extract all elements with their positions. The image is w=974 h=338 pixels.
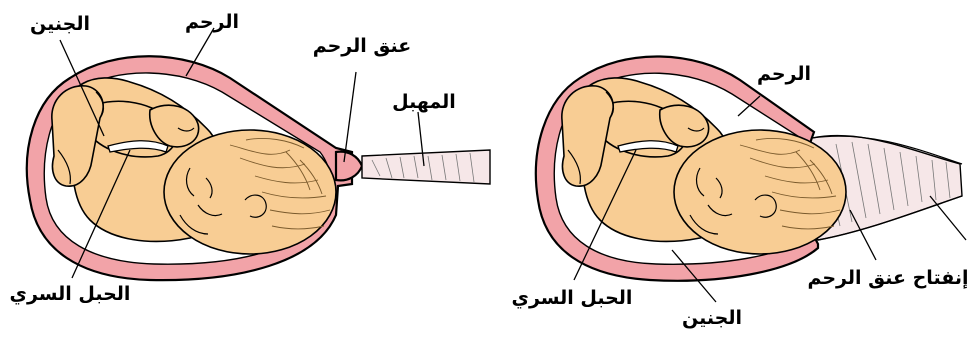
left-label-uterus: الرحم	[185, 11, 239, 33]
right-label-uterus: الرحم	[757, 63, 811, 85]
left-cervix	[336, 152, 362, 181]
left-panel: الجنين الرحم عنق الرحم المهبل الحبل السر…	[10, 11, 490, 306]
right-cervix-leader-b	[930, 196, 966, 240]
left-vagina-canal	[362, 150, 490, 184]
right-label-cervix-dilation: إنفتاح عنق الرحم	[807, 267, 968, 289]
right-label-umbilical-cord: الحبل السري	[512, 287, 633, 310]
left-cervix-leader	[344, 72, 356, 162]
right-panel: الرحم إنفتاح عنق الرحم الحبل السري الجني…	[512, 56, 969, 329]
right-label-fetus: الجنين	[682, 307, 742, 329]
left-label-fetus: الجنين	[30, 13, 90, 35]
left-label-vagina: المهبل	[392, 91, 456, 113]
left-label-cervix: عنق الرحم	[313, 35, 412, 57]
left-label-umbilical-cord: الحبل السري	[10, 283, 131, 306]
